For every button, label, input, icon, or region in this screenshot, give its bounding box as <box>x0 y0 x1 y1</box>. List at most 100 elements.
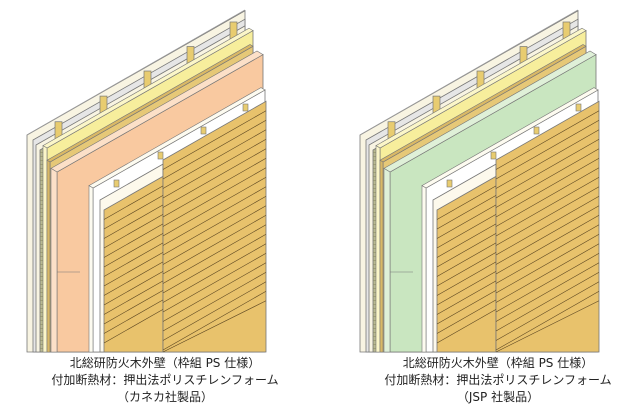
siding-line <box>103 185 164 220</box>
caption-jsp: 北総研防火木外壁（枠組 PS 仕様） 付加断熱材：押出法ポリスチレンフォーム （… <box>338 355 640 406</box>
foam-insulation-side <box>50 167 58 353</box>
siding-line <box>162 272 267 332</box>
siding-line <box>103 290 164 325</box>
siding-line <box>162 253 267 313</box>
siding-line <box>495 234 600 294</box>
siding-line <box>436 252 497 287</box>
siding-line <box>162 291 267 351</box>
siding-line <box>495 139 600 199</box>
siding-line <box>162 281 267 341</box>
siding-line <box>436 309 497 344</box>
siding-line <box>103 242 164 277</box>
yellow-board-side <box>375 145 381 353</box>
siding-line <box>495 291 600 351</box>
siding-line <box>436 271 497 306</box>
siding-right <box>495 100 600 353</box>
siding-line <box>103 223 164 258</box>
siding-line <box>436 185 497 220</box>
siding-line <box>495 262 600 322</box>
caption-insulation: 付加断熱材：押出法ポリスチレンフォーム <box>51 373 279 387</box>
siding-line <box>495 120 600 180</box>
yellow-board-side <box>42 145 48 353</box>
siding-line <box>162 300 267 353</box>
siding-clip <box>200 126 207 135</box>
siding-line <box>495 272 600 332</box>
siding-clip <box>533 126 540 135</box>
siding-line <box>495 196 600 256</box>
siding-line <box>436 214 497 249</box>
siding-line <box>436 204 497 239</box>
siding-line <box>162 224 267 284</box>
structural-board-side <box>379 159 384 353</box>
siding-line <box>495 300 600 353</box>
siding-line <box>495 110 600 170</box>
siding-line <box>162 215 267 275</box>
siding-line <box>495 205 600 265</box>
siding-line <box>436 290 497 325</box>
structural-board-side <box>46 159 51 353</box>
siding-line <box>495 186 600 246</box>
caption-title: 北総研防火木外壁（枠組 PS 仕様） <box>402 356 594 370</box>
gypsum-edge <box>26 9 246 136</box>
caption-title: 北総研防火木外壁（枠組 PS 仕様） <box>69 356 261 370</box>
siding-line <box>103 309 164 344</box>
siding-clip <box>446 179 453 188</box>
siding-line <box>495 148 600 208</box>
siding-line <box>103 271 164 306</box>
caption-kaneka: 北総研防火木外壁（枠組 PS 仕様） 付加断熱材：押出法ポリスチレンフォーム （… <box>5 355 325 406</box>
siding-line <box>436 242 497 277</box>
siding-line <box>162 129 267 189</box>
siding-right <box>162 100 267 353</box>
siding-line <box>103 280 164 315</box>
siding-clip <box>157 151 164 160</box>
siding-line <box>495 129 600 189</box>
caption-insulation: 付加断熱材：押出法ポリスチレンフォーム <box>384 373 612 387</box>
siding-line <box>495 224 600 284</box>
siding-line <box>103 252 164 287</box>
siding-line <box>495 215 600 275</box>
siding-line <box>436 280 497 315</box>
siding-line <box>162 167 267 227</box>
siding-line <box>162 205 267 265</box>
siding-line <box>495 243 600 303</box>
house-wrap-side <box>421 185 427 353</box>
siding-line <box>436 223 497 258</box>
siding-line <box>495 281 600 341</box>
siding-line <box>436 299 497 334</box>
siding-line <box>162 234 267 294</box>
gypsum-edge <box>359 9 579 136</box>
siding-line <box>495 253 600 313</box>
siding-clip <box>575 103 582 112</box>
siding-line <box>162 262 267 322</box>
wall-diagram-jsp <box>359 9 600 353</box>
caption-maker: （JSP 社製品） <box>456 390 540 404</box>
siding-line <box>495 167 600 227</box>
caption-maker: （カネカ社製品） <box>116 390 213 404</box>
siding-line <box>103 214 164 249</box>
siding-line <box>162 243 267 303</box>
siding-line <box>436 195 497 230</box>
siding-line <box>436 261 497 296</box>
siding-line <box>103 195 164 230</box>
siding-line <box>103 233 164 268</box>
siding-clip <box>242 103 249 112</box>
wall-diagram-kaneka <box>26 9 267 353</box>
siding-line <box>103 204 164 239</box>
siding-line <box>162 139 267 199</box>
siding-line <box>162 186 267 246</box>
siding-line <box>495 158 600 218</box>
siding-line <box>103 261 164 296</box>
house-wrap-side <box>88 185 94 353</box>
siding-line <box>162 110 267 170</box>
siding-line <box>162 148 267 208</box>
siding-line <box>162 120 267 180</box>
siding-line <box>436 233 497 268</box>
siding-line <box>162 196 267 256</box>
siding-line <box>103 299 164 334</box>
siding-line <box>162 158 267 218</box>
siding-line <box>495 177 600 237</box>
siding-clip <box>490 151 497 160</box>
foam-insulation-side <box>383 167 391 353</box>
siding-clip <box>113 179 120 188</box>
